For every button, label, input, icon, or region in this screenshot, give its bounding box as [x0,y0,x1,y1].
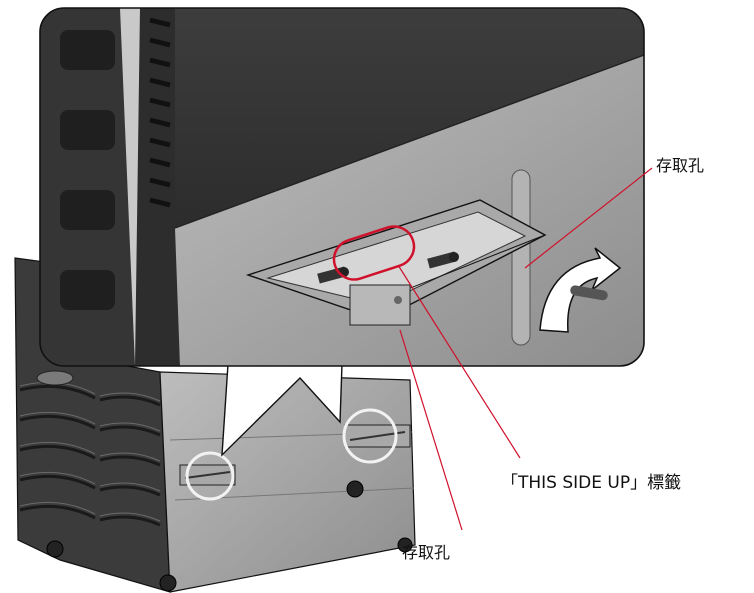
rotation-arrow [539,247,622,333]
side-slot [511,169,531,346]
casters [46,480,413,592]
screw-right [427,251,459,269]
logo-badge [36,370,74,386]
this-side-up-label: 「THIS SIDE UP」標籤 [501,473,682,493]
access-hole-circle-right [342,408,398,464]
this-side-up-oval [332,225,416,281]
handle-left [179,464,236,486]
leader-this-side-up [397,264,521,459]
leader-access-hole-top [524,167,653,269]
access-hole-label-top: 存取孔 [656,156,705,175]
callout-leaders [397,167,653,531]
leader-access-hole-bottom [399,329,463,531]
handle-right [344,424,411,448]
access-hole-circle-left [185,451,235,501]
mounting-bracket [245,199,547,326]
access-hole-label-bottom: 存取孔 [402,543,451,562]
zoom-callout [39,7,645,457]
